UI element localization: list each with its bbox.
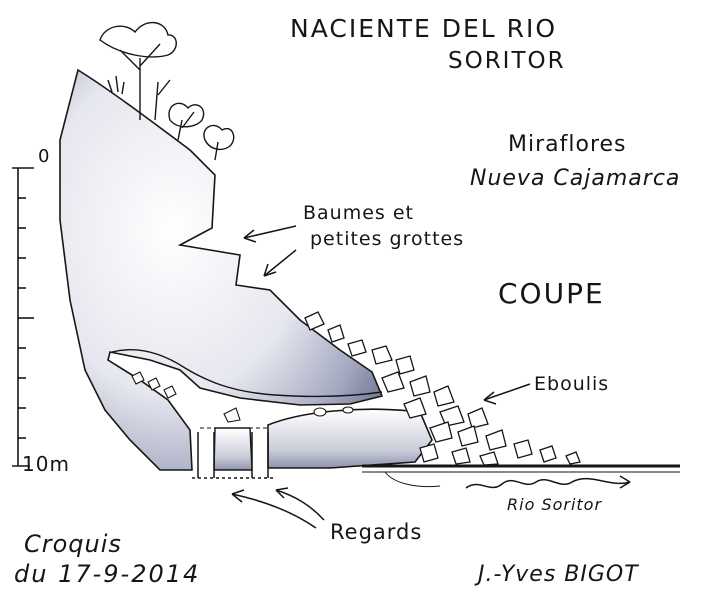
location-line-2: Nueva Cajamarca (470, 166, 681, 191)
cave-floor-pebbles (131, 371, 354, 423)
baumes-label-line-1: Baumes et (303, 202, 414, 224)
regards-openings (192, 432, 275, 479)
scree-blocks (304, 311, 581, 466)
cave-opening (111, 348, 383, 398)
section-label: COUPE (498, 277, 605, 310)
scale-bottom-label: 10m (22, 452, 70, 476)
scale-top-label: 0 (38, 146, 51, 167)
river-label: Rio Soritor (507, 495, 603, 514)
rock-massif (59, 68, 384, 471)
title-line-1: NACIENTE DEL RIO (290, 14, 558, 43)
cave-pillar (213, 427, 253, 471)
sketch-caption-line-1: Croquis (24, 530, 122, 558)
cave-floor-block (267, 408, 433, 469)
regards-label: Regards (330, 520, 423, 544)
trees-on-cliff (99, 21, 235, 161)
location-line-1: Miraflores (508, 132, 627, 157)
sketch-caption-line-2: du 17-9-2014 (14, 560, 201, 588)
title-line-2: SORITOR (448, 48, 566, 74)
annotation-arrows (231, 225, 631, 529)
scale-bar (12, 167, 34, 467)
eboulis-label: Eboulis (534, 373, 610, 395)
baumes-label-line-2: petites grottes (310, 228, 465, 250)
author-signature: J.-Yves BIGOT (478, 562, 639, 587)
river-water (362, 464, 680, 488)
